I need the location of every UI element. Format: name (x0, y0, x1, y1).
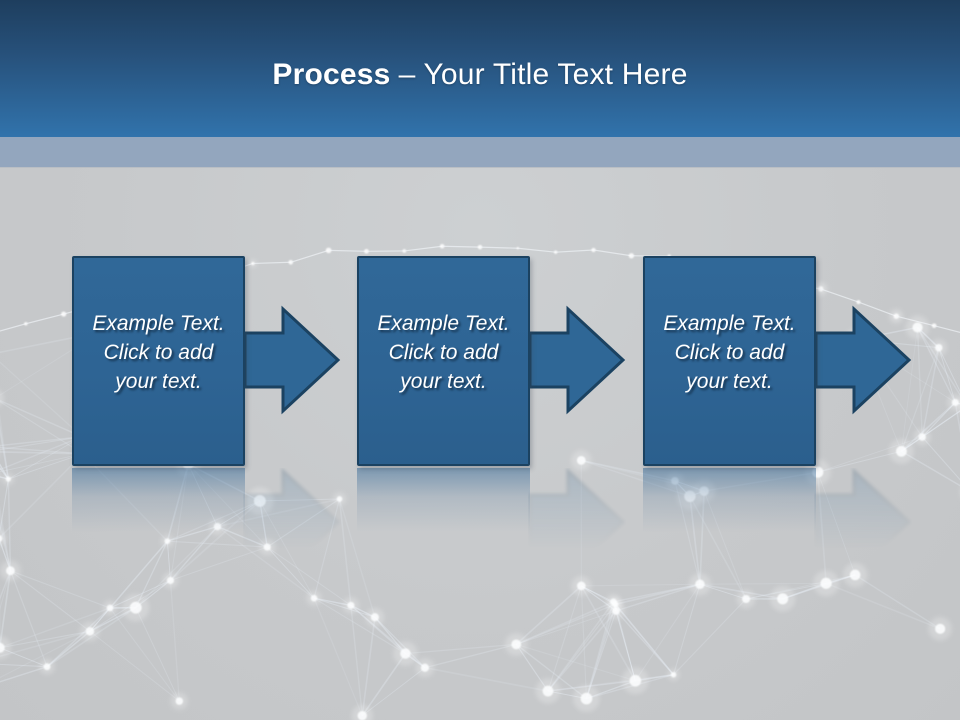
process-step-3-text: Example Text. Click to add your text. (663, 309, 795, 396)
box-reflection-3 (643, 468, 816, 532)
text-line: your text. (115, 369, 202, 393)
process-step-box-1[interactable]: Example Text. Click to add your text. (72, 256, 245, 466)
slide-title[interactable]: Process– Your Title Text Here (272, 45, 687, 92)
text-line: Example Text. (663, 311, 796, 335)
text-line: Click to add (103, 340, 214, 364)
flow-arrow-1 (243, 305, 341, 415)
box-reflection-2 (357, 468, 530, 532)
text-line: Example Text. (92, 311, 225, 335)
flow-arrow-2-reflection (528, 467, 626, 577)
flow-arrow-3 (814, 305, 912, 415)
title-underline-band (0, 137, 960, 168)
text-line: your text. (400, 369, 487, 393)
title-bar: Process– Your Title Text Here (0, 0, 960, 137)
process-step-box-3[interactable]: Example Text. Click to add your text. (643, 256, 816, 466)
process-step-2-text: Example Text. Click to add your text. (377, 309, 509, 396)
text-line: Click to add (388, 340, 499, 364)
text-line: Click to add (674, 340, 785, 364)
flow-arrow-2 (528, 305, 626, 415)
process-step-box-2[interactable]: Example Text. Click to add your text. (357, 256, 530, 466)
process-step-1-text: Example Text. Click to add your text. (92, 309, 224, 396)
text-line: your text. (686, 369, 773, 393)
slide-title-rest: – Your Title Text Here (398, 58, 688, 91)
flow-arrow-3-reflection (814, 467, 912, 577)
slide-title-emphasis: Process (272, 58, 391, 91)
box-reflection-1 (72, 468, 245, 532)
flow-arrow-1-reflection (243, 467, 341, 577)
text-line: Example Text. (377, 311, 510, 335)
